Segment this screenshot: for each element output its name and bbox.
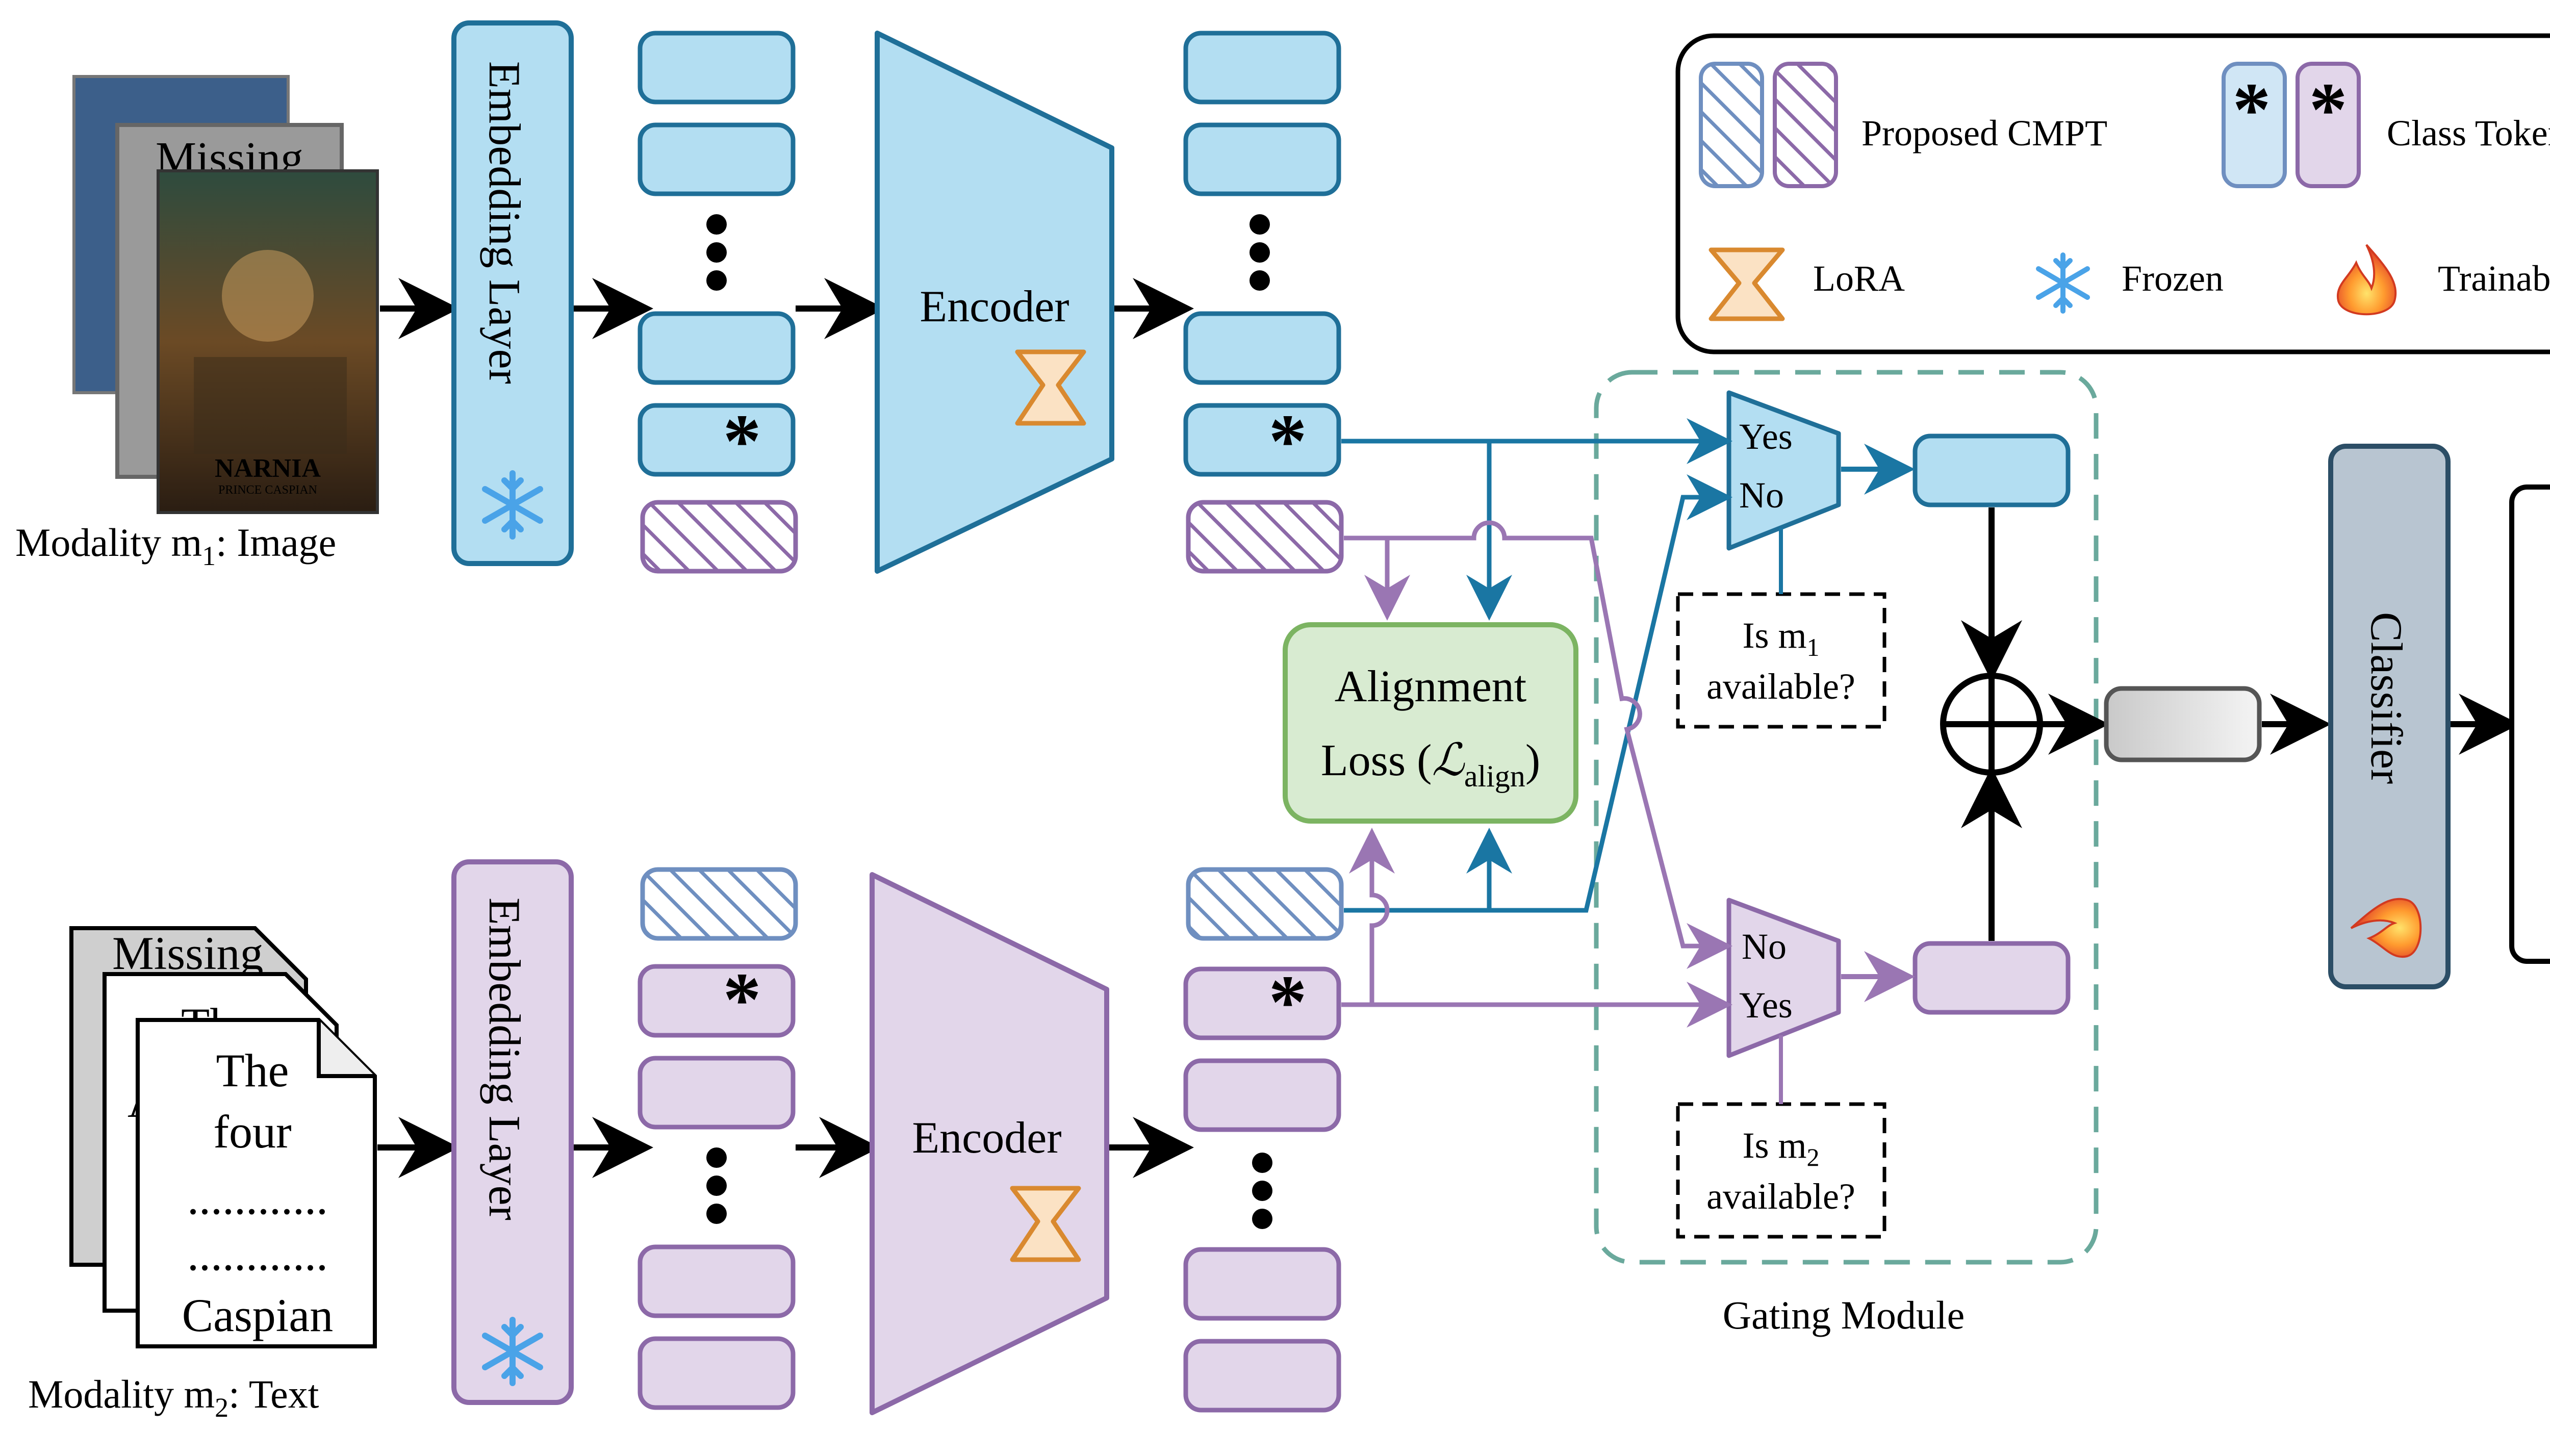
image-cmpt-token-in [640,500,798,574]
alignment-loss-line2: Loss (ℒalign) [1321,736,1540,793]
modality-1-label: Modality m1: Image [15,520,336,571]
gate-1-yes: Yes [1739,416,1793,457]
prediction-box: Prediction [2509,484,2550,964]
modality-2-label: Modality m2: Text [28,1372,319,1423]
doc-line-2: four [213,1106,291,1158]
text-input-tokens: * [638,867,798,1410]
encoder-text: Encoder [870,872,1109,1415]
availability-q1-line1: Is m1 [1743,615,1820,661]
image-input-stack: Missing NARNIA PRINCE CASPIAN [72,75,379,514]
poster-title: NARNIA [215,454,321,483]
flame-icon [2350,898,2422,958]
doc-line-4: ............ [187,1228,328,1280]
image-output-tokens: * [1183,31,1344,574]
text-input-stack: Missing Th A The four ............ .....… [69,926,377,1348]
legend-star-blue: * [2233,67,2271,152]
legend-frozen: Frozen [2122,258,2224,299]
gating-module: Gating Module Yes No Is m1 available? No… [1594,370,2099,1337]
doc-line-3: ............ [187,1172,328,1224]
availability-check-1 [1676,592,1886,729]
image-class-token-in [638,403,796,477]
image-class-token-out [1183,403,1341,477]
image-cmpt-token-out [1186,500,1344,574]
image-input-tokens: * [638,31,798,574]
gate-2 [1726,898,1841,1058]
encoder-text-label: Encoder [912,1113,1061,1163]
embedding-layer-image-label: Embedding Layer [479,61,529,384]
gate-2-yes: Yes [1739,985,1793,1026]
fused-representation [2104,686,2262,762]
legend-class-token-blue [2222,62,2287,188]
gating-module-label: Gating Module [1723,1293,1965,1337]
encoder-image: Encoder [875,31,1114,574]
gate-1-no: No [1739,475,1784,516]
classifier-label: Classifier [2361,612,2411,784]
class-token-star: * [1269,960,1307,1044]
class-token-star: * [723,399,761,483]
text-cmpt-token-out [1186,867,1344,941]
text-class-token-in [638,964,796,1038]
availability-check-2 [1676,1102,1886,1239]
legend-star-purple: * [2309,67,2348,152]
text-cmpt-token-in [640,867,798,941]
alignment-loss-line1: Alignment [1335,662,1526,711]
availability-q2-line2: available? [1706,1176,1855,1217]
doc-line-1: The [216,1044,289,1096]
doc-missing-label: Missing [112,927,264,979]
legend: Proposed CMPT * * Class Tokens LoRA Froz… [1675,33,2550,354]
snowflake-icon [482,470,543,540]
gate-1-output [1912,433,2071,507]
lora-icon [1015,349,1086,426]
alignment-loss-box: Alignment Loss (ℒalign) [1283,622,1578,824]
legend-cmpt-blue-swatch [1699,62,1764,188]
flame-icon [2336,244,2397,316]
doc-line-5: Caspian [182,1289,333,1341]
text-output-tokens: * [1183,867,1344,1413]
embedding-layer-text: Embedding Layer [451,859,574,1405]
poster-subtitle: PRINCE CASPIAN [218,483,317,497]
encoder-image-label: Encoder [920,282,1069,331]
text-class-token-out [1183,966,1341,1040]
embedding-layer-text-label: Embedding Layer [479,898,529,1220]
availability-q1-line2: available? [1706,666,1855,707]
legend-proposed-cmpt: Proposed CMPT [1862,113,2107,154]
availability-q2-line1: Is m2 [1743,1125,1820,1171]
gate-2-no: No [1742,926,1787,967]
lora-icon [1708,247,1785,321]
legend-class-token-purple [2296,62,2361,188]
snowflake-icon [482,1317,543,1386]
lora-icon [1010,1186,1081,1262]
classifier-box: Classifier [2328,444,2451,989]
legend-cmpt-purple-swatch [1773,62,1838,188]
class-token-star: * [1269,399,1307,483]
snowflake-icon [2036,252,2090,314]
sum-operator [1940,673,2043,776]
embedding-layer-image: Embedding Layer [451,20,574,566]
legend-class-tokens: Class Tokens [2387,113,2550,154]
prediction-label: Prediction [2542,612,2550,797]
legend-trainable: Trainable [2438,258,2550,299]
legend-lora: LoRA [1813,258,1905,299]
gate-2-output [1912,941,2071,1015]
class-token-star: * [723,957,761,1042]
